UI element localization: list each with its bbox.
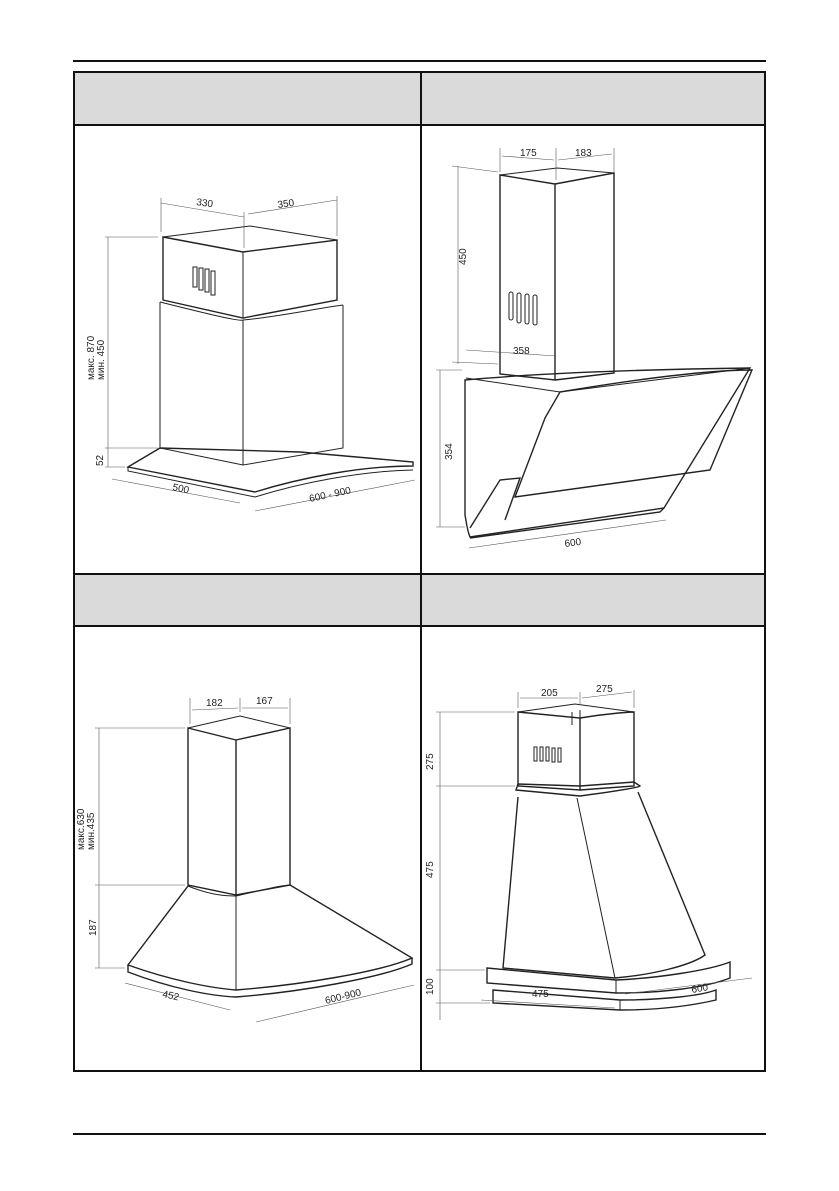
dim-label: 205: [541, 688, 558, 699]
grid-divider: [75, 124, 764, 126]
dim-label: мин. 450: [96, 339, 107, 380]
dim-label: 330: [196, 197, 214, 210]
vent-slot: [508, 291, 514, 321]
dim-label: 475: [425, 861, 436, 878]
dim-label: 354: [444, 443, 455, 460]
vent-slot: [204, 268, 210, 293]
hood-4-dimensions: 205 275 275 475 100 475 600: [425, 684, 753, 1020]
dim-label: 167: [256, 696, 273, 707]
hood-3-body: [126, 715, 414, 998]
header-cell-3: [75, 575, 420, 625]
drawings-table: [73, 71, 766, 1072]
grid-divider: [75, 625, 764, 627]
vent-slot: [533, 746, 538, 762]
grid-divider: [75, 573, 764, 575]
dim-label: макс. 870: [86, 335, 97, 380]
vent-slot: [192, 266, 198, 288]
vent-slot: [516, 292, 522, 324]
bottom-rule: [73, 1133, 766, 1135]
hood-4-body: [486, 703, 731, 1011]
vent-slot: [557, 747, 562, 763]
dim-label: 500: [171, 482, 190, 496]
header-cell-2: [422, 73, 764, 124]
vent-slot: [524, 293, 530, 325]
vent-slot: [532, 294, 538, 326]
dim-label: 275: [425, 753, 436, 770]
vent-slot: [551, 747, 556, 763]
header-cell-4: [422, 575, 764, 625]
dim-label: 600: [564, 537, 582, 550]
dim-label: 475: [532, 989, 549, 1000]
vent-slot: [198, 267, 204, 291]
vent-slot: [210, 270, 216, 296]
dim-label: 600-900: [324, 987, 363, 1007]
dim-label: 358: [513, 346, 530, 357]
hood-2-dimensions: 175 183 450 358 354 600: [436, 148, 667, 550]
dim-label: 450: [458, 248, 469, 265]
vent-slot: [539, 746, 544, 762]
top-rule: [73, 60, 766, 62]
hood-3-dimensions: 182 167 макс.630 мин.435 187 452 600-900: [76, 696, 415, 1023]
hood-1-body: [126, 225, 414, 498]
dim-label: 175: [520, 148, 537, 159]
dim-label: 600 - 900: [308, 485, 352, 505]
dim-label: 275: [596, 684, 613, 695]
grid-divider-vertical: [420, 73, 422, 1070]
dim-label: 600: [691, 982, 710, 996]
dim-label: мин.435: [86, 812, 97, 850]
dim-label: 100: [425, 978, 436, 995]
dim-label: 52: [95, 454, 106, 466]
dim-label: 187: [88, 919, 99, 936]
dim-label: макс.630: [76, 808, 87, 850]
dim-label: 452: [161, 989, 180, 1003]
dim-label: 350: [277, 198, 295, 211]
hood-2-body: [464, 167, 754, 539]
dim-label: 183: [575, 148, 592, 159]
dim-label: 182: [206, 698, 223, 709]
vent-slot: [545, 746, 550, 762]
header-cell-1: [75, 73, 420, 124]
